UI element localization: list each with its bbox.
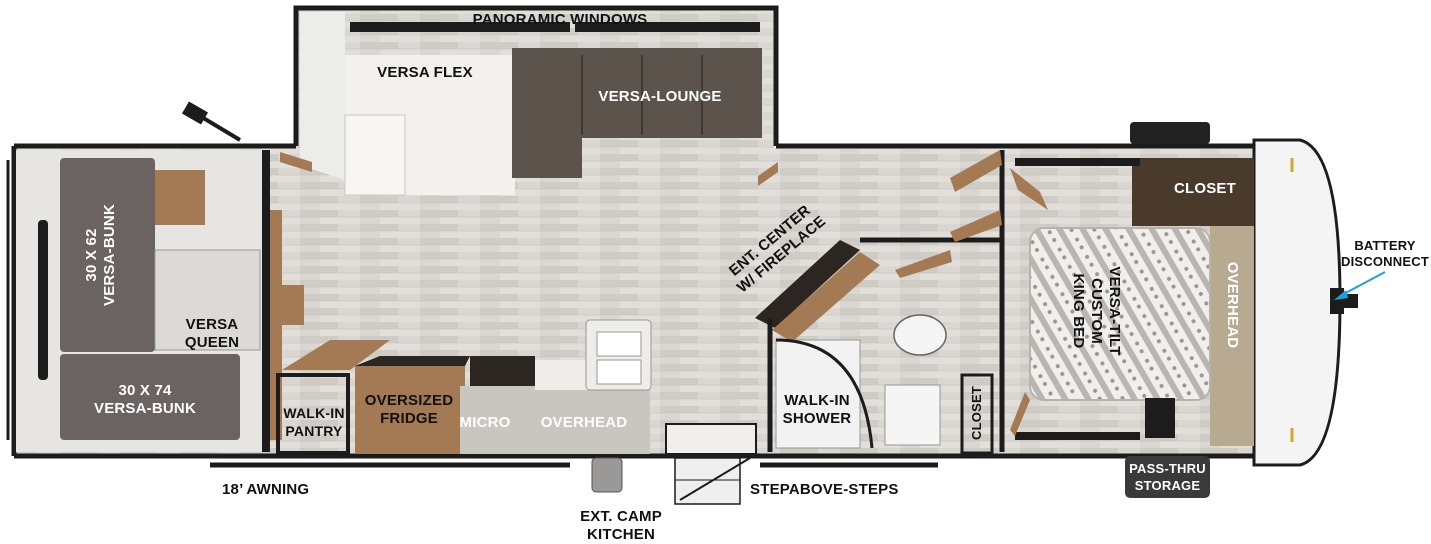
label-steps: STEPABOVE-STEPS <box>750 481 899 498</box>
walk-in-pantry <box>276 373 350 455</box>
label-micro: MICRO <box>459 414 511 431</box>
label-bunk-upper: 30 X 62 VERSA-BUNK <box>83 204 118 307</box>
ent-center <box>755 240 880 342</box>
label-awning: 18’ AWNING <box>222 481 310 498</box>
overhead-bedroom <box>1210 226 1254 446</box>
label-king-bed: VERSA-TILT CUSTOM KING BED <box>1070 266 1123 356</box>
oversized-fridge <box>355 366 465 454</box>
lower-bunk <box>60 354 240 440</box>
versa-queen-bed <box>154 249 261 351</box>
walk-in-shower <box>775 339 861 449</box>
label-closet-bath: CLOSET <box>969 386 984 440</box>
kitchen <box>270 210 757 455</box>
upper-bunk <box>60 158 155 352</box>
label-bunk-lower: 30 X 74 VERSA-BUNK <box>93 382 196 417</box>
pass-thru-storage-badge <box>1125 456 1210 498</box>
ext-camp-kitchen <box>591 457 623 493</box>
label-battery-disconnect: BATTERY DISCONNECT <box>1341 238 1429 269</box>
front-cap <box>1252 138 1358 467</box>
label-versa-flex: VERSA FLEX <box>377 64 473 81</box>
bath-sink <box>884 384 941 446</box>
bedroom <box>1010 158 1254 446</box>
panoramic-window-left <box>350 22 570 32</box>
entry-door <box>665 423 757 455</box>
closet-bedroom <box>1132 158 1254 226</box>
bathroom <box>767 150 1005 455</box>
label-closet-bedroom: CLOSET <box>1173 180 1237 197</box>
panoramic-window-right <box>575 22 760 32</box>
label-pass-thru-storage: PASS-THRU STORAGE <box>1129 461 1206 493</box>
label-ext-camp-kitchen: EXT. CAMP KITCHEN <box>580 508 662 543</box>
bunk-cabinet <box>155 170 205 225</box>
label-overhead-kitchen: OVERHEAD <box>540 414 628 431</box>
label-walk-in-shower: WALK-IN SHOWER <box>782 392 852 427</box>
entry-steps <box>674 457 751 505</box>
label-versa-lounge: VERSA-LOUNGE <box>598 88 722 105</box>
rear-window <box>38 220 48 380</box>
bedroom-window-top <box>1015 158 1140 166</box>
front-storage-box <box>1130 122 1210 144</box>
bunk-door <box>181 101 242 142</box>
label-overhead-bedroom: OVERHEAD <box>1224 261 1241 349</box>
toilet <box>893 314 947 356</box>
stove <box>470 356 535 386</box>
label-panoramic-windows: PANORAMIC WINDOWS <box>472 11 648 28</box>
exterior-walls <box>11 5 1254 459</box>
bedroom-window-bottom <box>1015 432 1140 440</box>
bunk-room <box>16 150 270 452</box>
slideout <box>280 12 778 196</box>
label-versa-queen: VERSA QUEEN <box>184 316 240 351</box>
battery-arrow <box>1334 271 1386 300</box>
overhead-cabinet <box>460 386 650 454</box>
king-bed <box>1029 227 1211 401</box>
bath-closet <box>960 373 994 455</box>
label-oversized-fridge: OVERSIZED FRIDGE <box>364 392 454 427</box>
label-walk-in-pantry: WALK-IN PANTRY <box>283 405 345 439</box>
